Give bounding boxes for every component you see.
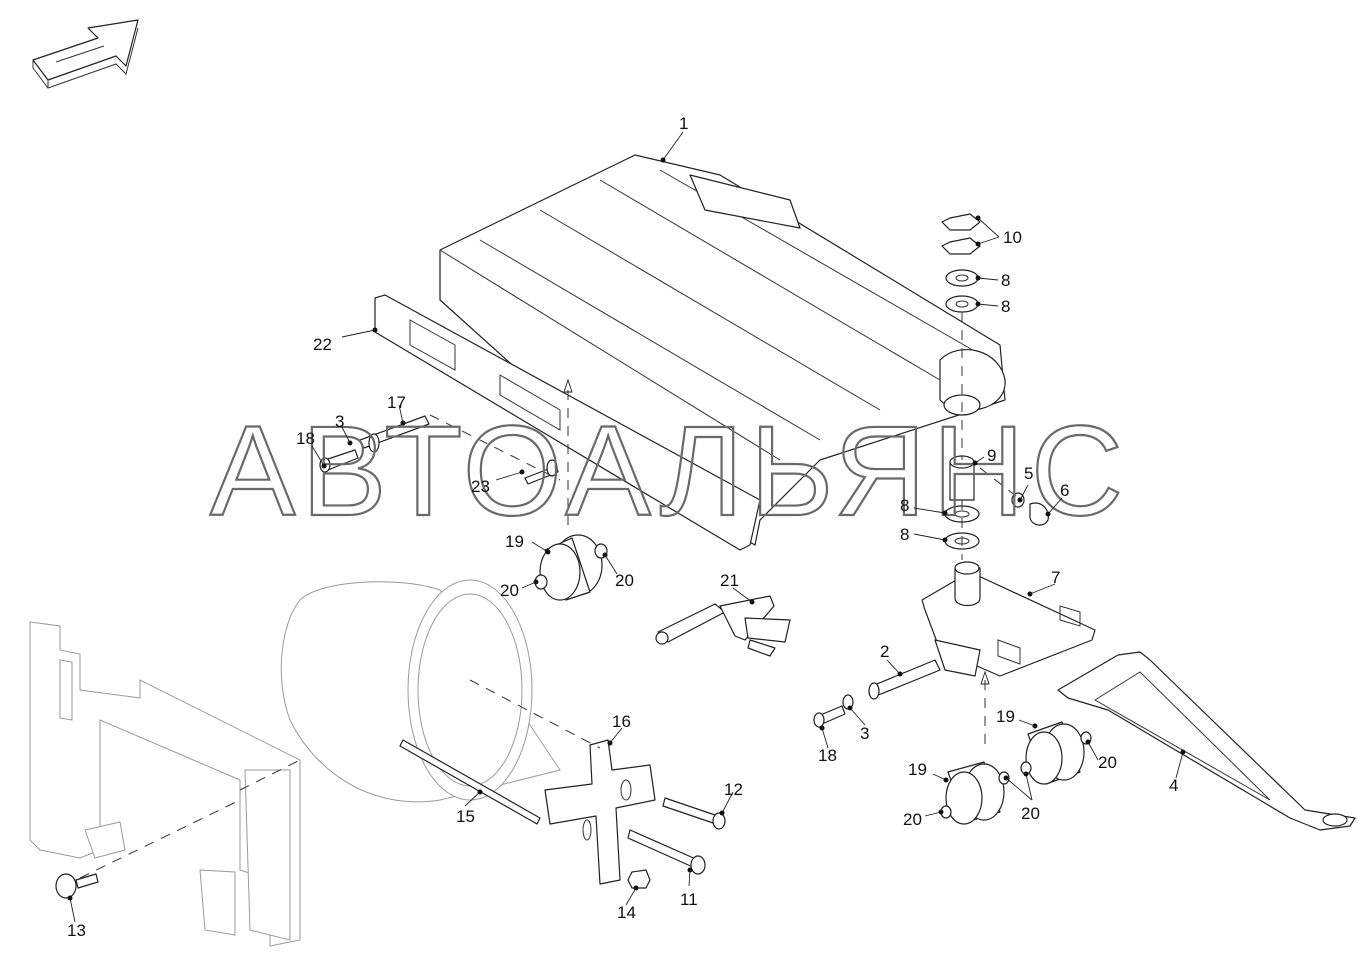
callout-12: 12: [724, 780, 743, 799]
callout-21: 21: [720, 571, 739, 590]
leader-lines: [69, 131, 1184, 923]
part-1-deck: [439, 154, 1006, 546]
callout-20: 20: [1098, 753, 1117, 772]
callout-23: 23: [471, 477, 490, 496]
callout-17: 17: [387, 393, 406, 412]
callout-9: 9: [987, 446, 996, 465]
callout-8: 8: [1001, 297, 1010, 316]
callout-labels: 1 2 3 3 4 5 6 7 8 8 8 8 9 10 11 12 13 14…: [67, 114, 1178, 940]
callout-19: 19: [996, 707, 1015, 726]
part-21-linkage: [655, 595, 791, 657]
callout-16: 16: [612, 712, 631, 731]
background-frame: [29, 621, 301, 947]
callout-22: 22: [313, 335, 332, 354]
callout-18: 18: [296, 429, 315, 448]
direction-arrow-icon: [32, 19, 139, 89]
part-13-eye-bolt: [55, 873, 99, 899]
callout-20: 20: [903, 810, 922, 829]
callout-7: 7: [1051, 568, 1060, 587]
part-12-bolt: [662, 797, 726, 830]
callout-3: 3: [335, 412, 344, 431]
part-7-bracket: [921, 561, 1096, 677]
part-11-bolt: [627, 829, 706, 875]
callout-19: 19: [505, 532, 524, 551]
part-2-pin: [813, 659, 941, 728]
callout-8: 8: [900, 496, 909, 515]
background-drum: [280, 579, 561, 803]
callout-18: 18: [818, 746, 837, 765]
callout-10: 10: [1003, 228, 1022, 247]
callout-15: 15: [456, 807, 475, 826]
part-4-arm: [1057, 651, 1356, 831]
part-17-bolt-left: [319, 415, 430, 473]
part-23-pin: [524, 459, 559, 485]
callout-14: 14: [617, 903, 636, 922]
callout-6: 6: [1060, 481, 1069, 500]
callout-4: 4: [1169, 776, 1178, 795]
callout-1: 1: [679, 114, 688, 133]
callout-8: 8: [1001, 271, 1010, 290]
callout-20: 20: [500, 581, 519, 600]
callout-20: 20: [1021, 804, 1040, 823]
part-19-roller-center: [534, 534, 608, 601]
leader-dots: [67, 157, 1186, 901]
callout-19: 19: [908, 760, 927, 779]
part-5-6-hardware: [1011, 492, 1049, 526]
callout-5: 5: [1024, 464, 1033, 483]
callout-11: 11: [680, 890, 698, 909]
part-10-nuts: [941, 213, 981, 313]
part-14-nut: [627, 869, 651, 889]
part-19-roller-right: [940, 721, 1092, 825]
callout-8: 8: [900, 525, 909, 544]
alignment-lines: [79, 312, 1017, 879]
callout-2: 2: [880, 642, 889, 661]
part-16-cross-plate: [544, 739, 656, 885]
part-15-rod: [399, 739, 541, 825]
watermark-text: АВТОАЛЬЯНС: [210, 400, 1129, 543]
callout-3: 3: [860, 724, 869, 743]
callout-20: 20: [615, 571, 634, 590]
callout-13: 13: [67, 921, 86, 940]
